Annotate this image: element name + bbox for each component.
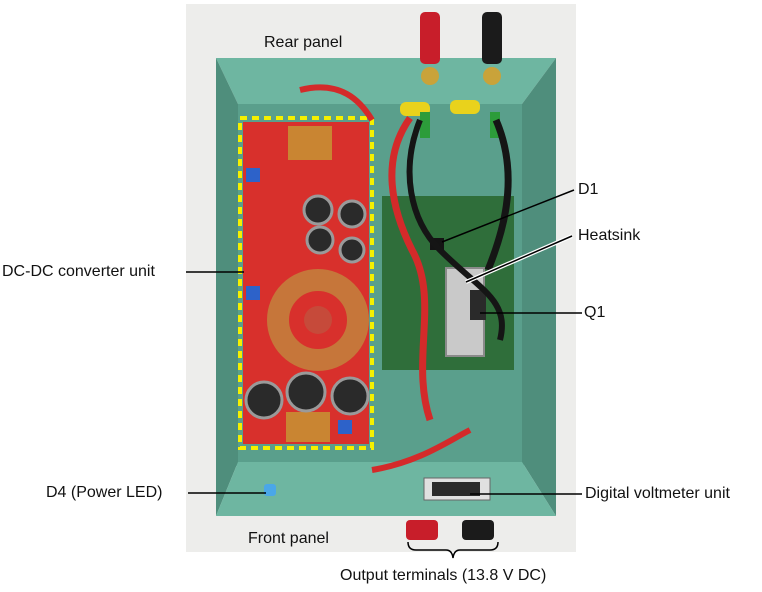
dcdc-highlight-box	[238, 116, 374, 450]
chassis-left-wall	[216, 58, 238, 516]
rear-panel-label: Rear panel	[264, 34, 343, 51]
chassis-right-wall	[522, 58, 556, 516]
capacitor	[338, 236, 366, 264]
dcdc-converter-label: DC-DC converter unit	[2, 263, 155, 280]
voltmeter-display	[432, 482, 480, 496]
output-terminals-brace	[407, 541, 499, 559]
red-binding-post	[420, 12, 440, 64]
capacitor	[285, 371, 327, 413]
digital-voltmeter-label: Digital voltmeter unit	[585, 485, 730, 502]
capacitor	[337, 199, 367, 229]
leader-line-heatsink	[465, 235, 573, 283]
leader-line-d1	[441, 189, 575, 243]
black-wire	[484, 118, 512, 272]
red-output-terminal	[406, 520, 438, 540]
black-post-nut	[483, 67, 501, 85]
red-wire	[299, 84, 375, 122]
blue-potentiometer	[246, 168, 260, 182]
yellow-terminal-right	[450, 100, 480, 114]
heatsink-label: Heatsink	[578, 227, 641, 244]
output-terminal-block	[286, 412, 330, 442]
red-wire	[371, 427, 472, 473]
d4-power-led	[264, 484, 276, 496]
blue-potentiometer	[338, 420, 352, 434]
red-wire	[388, 115, 434, 422]
chassis-rear-flap	[216, 58, 556, 104]
d4-power-led-label: D4 (Power LED)	[46, 484, 163, 501]
toroid-inductor	[267, 269, 369, 371]
d1-label: D1	[578, 181, 599, 198]
q1-transistor	[470, 290, 486, 320]
black-wire	[406, 118, 505, 341]
input-terminal-block	[288, 126, 332, 160]
red-post-nut	[421, 67, 439, 85]
output-terminals-label: Output terminals (13.8 V DC)	[340, 567, 547, 584]
black-binding-post	[482, 12, 502, 64]
green-connector-left	[420, 112, 430, 138]
front-panel-label: Front panel	[248, 530, 329, 547]
capacitor	[330, 376, 370, 416]
capacitor	[302, 194, 334, 226]
q1-label: Q1	[584, 304, 606, 321]
capacitor	[244, 380, 284, 420]
capacitor	[305, 225, 335, 255]
blue-potentiometer	[246, 286, 260, 300]
toroid-core	[304, 306, 332, 334]
chassis-front-flap	[216, 462, 556, 516]
black-output-terminal	[462, 520, 494, 540]
